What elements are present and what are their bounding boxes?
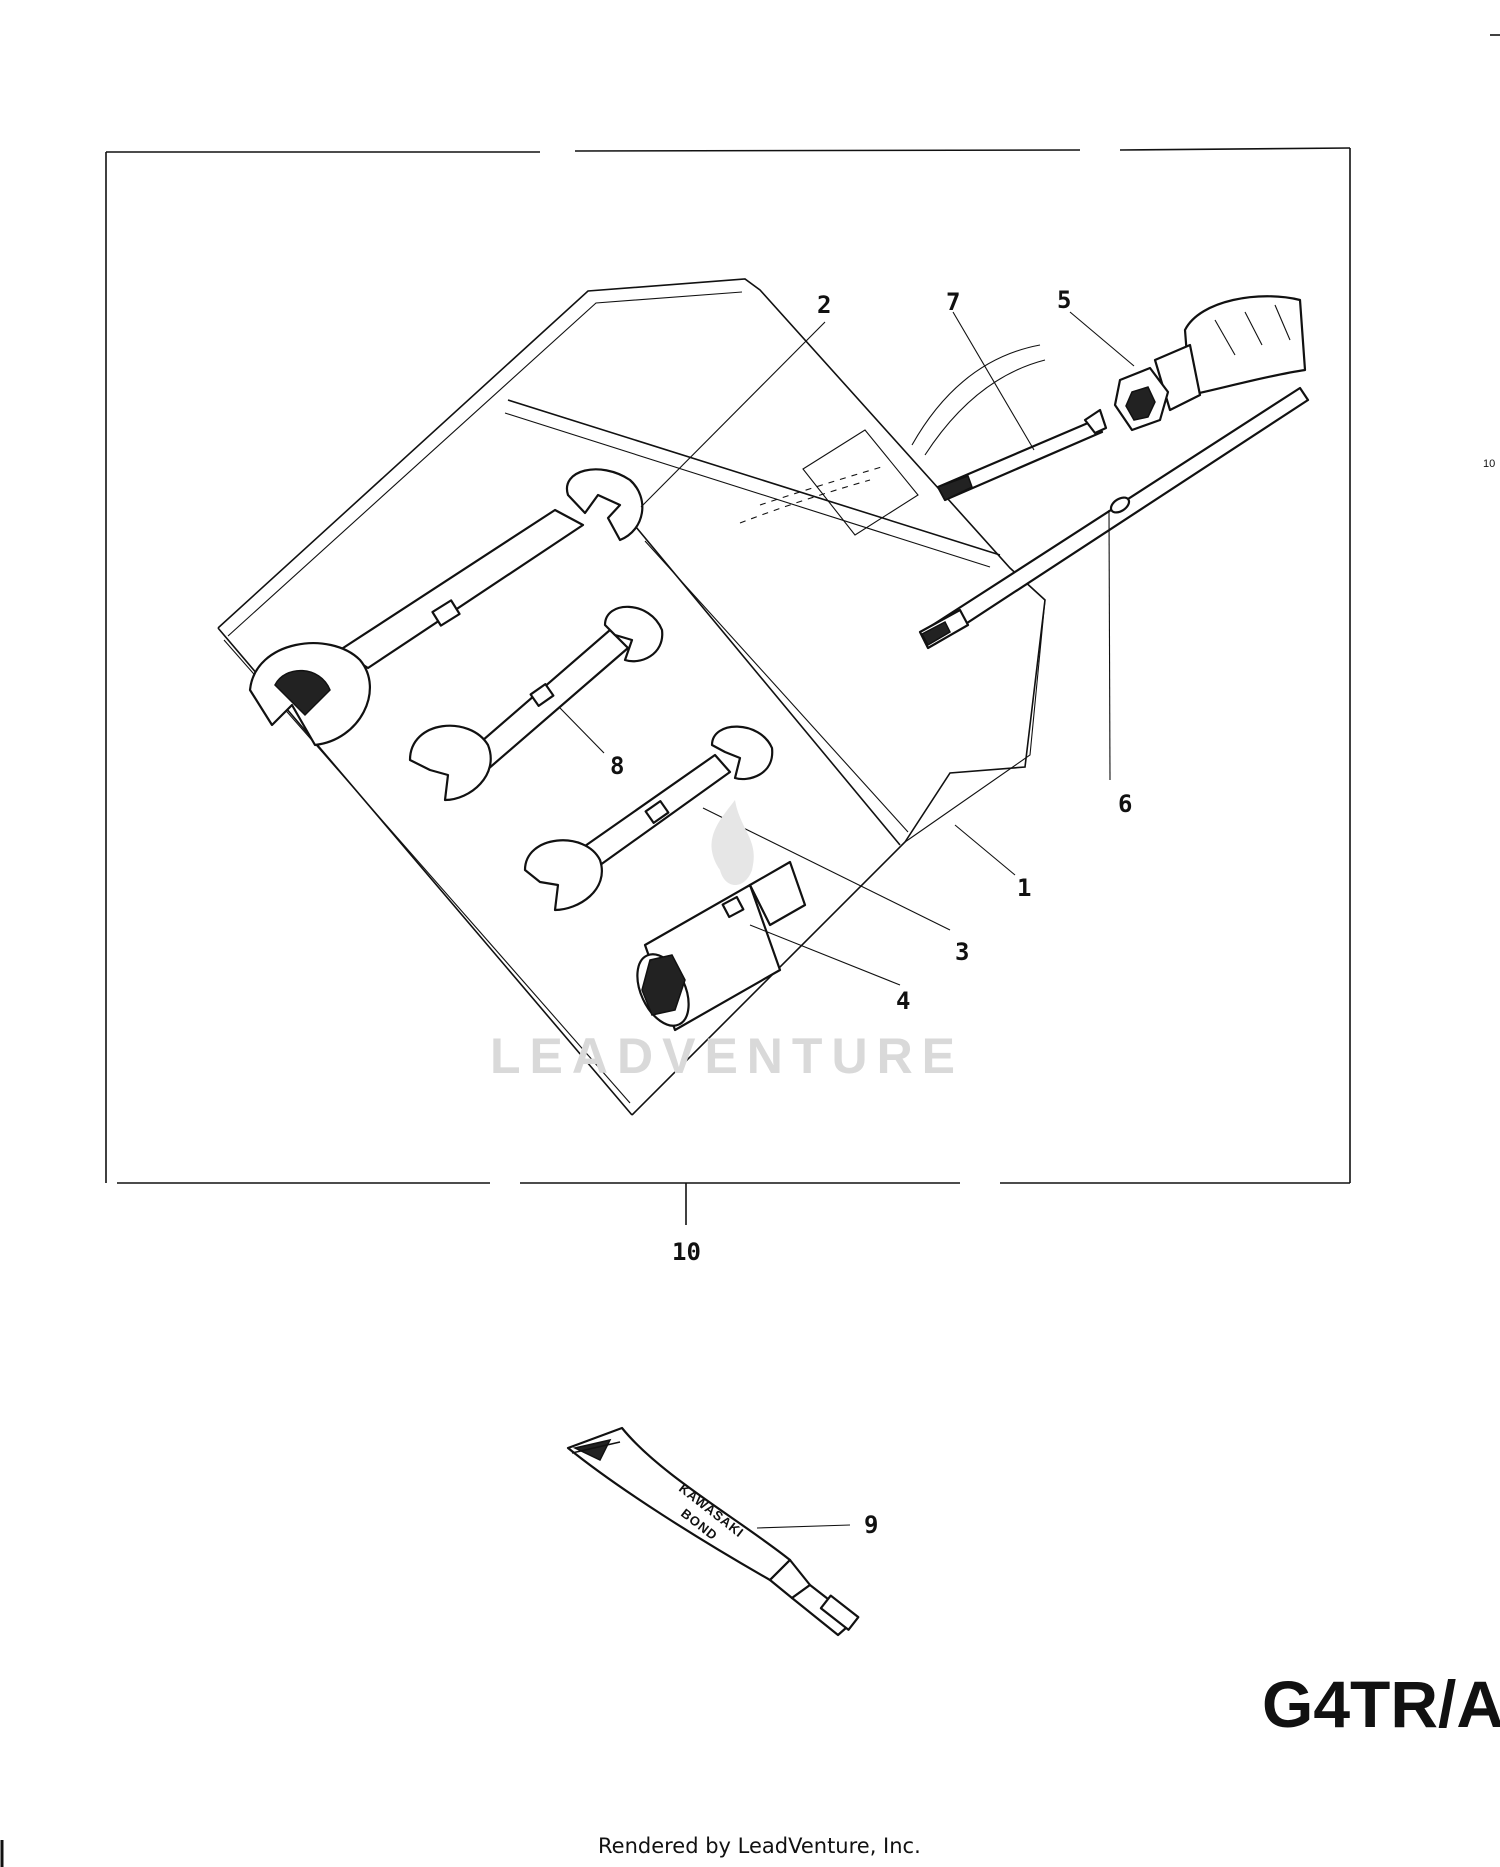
callout-1: 1 (1017, 874, 1031, 902)
watermark-text: LEADVENTURE (490, 1028, 964, 1084)
callout-10: 10 (672, 1238, 701, 1266)
medium-open-wrench (408, 605, 664, 802)
screwdriver-handle (1113, 295, 1307, 432)
callout-7: 7 (946, 288, 960, 316)
tool-kit-frame (105, 147, 1351, 1225)
large-open-wrench (248, 468, 644, 747)
callout-5: 5 (1057, 286, 1071, 314)
watermark: LEADVENTURE (490, 800, 964, 1084)
footer-credit: Rendered by LeadVenture, Inc. (598, 1834, 921, 1858)
plug-wrench (636, 860, 807, 1032)
callout-leaders (559, 311, 1135, 1529)
callout-4: 4 (896, 987, 910, 1015)
callout-8: 8 (610, 752, 624, 780)
screwdriver-bit (918, 386, 1310, 650)
small-open-wrench (523, 725, 774, 912)
model-code: G4TR/A (1262, 1667, 1500, 1741)
edge-number: 10 (1483, 458, 1495, 470)
callout-6: 6 (1118, 790, 1132, 818)
bond-tube: KAWASAKI BOND (566, 1426, 860, 1637)
phillips-screwdriver (936, 408, 1108, 502)
callout-9: 9 (864, 1511, 878, 1539)
callout-2: 2 (817, 291, 831, 319)
callout-3: 3 (955, 938, 969, 966)
callout-numbers: 1 2 3 4 5 6 7 8 9 10 (610, 286, 1132, 1539)
